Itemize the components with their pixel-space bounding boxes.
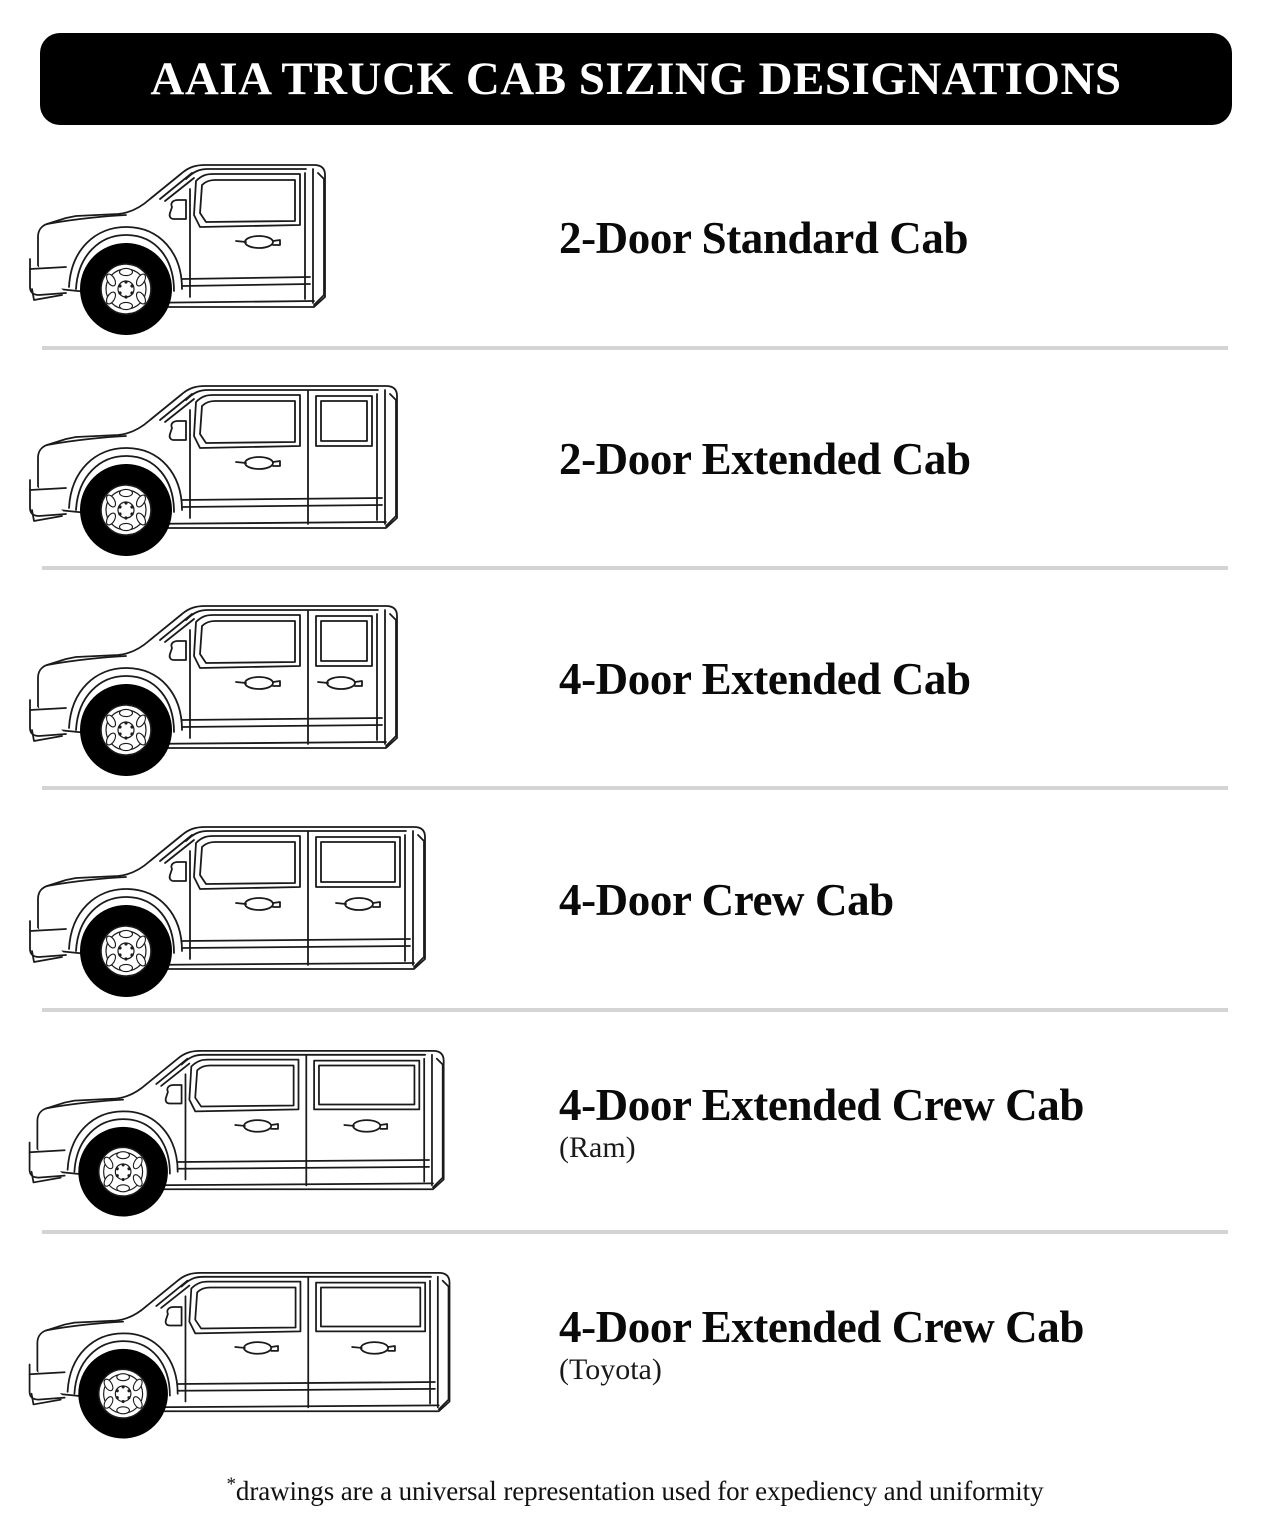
title-banner: AAIA TRUCK CAB SIZING DESIGNATIONS [40,33,1232,125]
list-item: 4-Door Extended Crew Cab (Toyota) [0,1234,1270,1456]
cab-type-label: 2-Door Extended Cab [559,434,971,485]
truck-illustration-cell [0,1243,545,1448]
truck-side-extended-cab-4door-icon [29,604,398,776]
row-divider [42,1008,1228,1012]
list-item: 4-Door Crew Cab [0,790,1270,1012]
list-item: 2-Door Standard Cab [0,128,1270,350]
wheel-front [80,463,172,556]
footnote-asterisk: * [226,1474,237,1495]
truck-side-extended-crew-cab-ram-icon [28,1049,445,1217]
list-item: 4-Door Extended Cab [0,570,1270,790]
truck-side-extended-cab-2door-icon [29,384,398,556]
wheel-front [80,242,172,335]
cab-type-sublabel: (Toyota) [559,1353,662,1387]
label-cell: 4-Door Extended Cab [545,654,1270,705]
cab-type-label: 4-Door Extended Crew Cab [559,1301,1084,1352]
truck-side-standard-cab-icon [29,163,326,335]
cab-type-sublabel: (Ram) [559,1131,636,1165]
label-cell: 4-Door Crew Cab [545,875,1270,926]
truck-side-crew-cab-icon [29,825,426,997]
truck-illustration-cell [0,1021,545,1226]
truck-illustration-cell [0,578,545,783]
cab-type-label: 4-Door Extended Cab [559,654,971,705]
cab-type-label: 4-Door Crew Cab [559,875,894,926]
truck-illustration-cell [0,799,545,1004]
truck-illustration-cell [0,358,545,563]
row-divider [42,346,1228,350]
row-divider [42,786,1228,790]
wheel-front [78,1348,168,1439]
truck-illustration-cell [0,137,545,342]
row-divider [42,566,1228,570]
label-cell: 2-Door Standard Cab [545,213,1270,264]
page-title: AAIA TRUCK CAB SIZING DESIGNATIONS [150,53,1122,105]
wheel-front [80,683,172,776]
list-item: 4-Door Extended Crew Cab (Ram) [0,1012,1270,1234]
footnote-text: drawings are a universal representation … [235,1476,1044,1506]
cab-type-label: 2-Door Standard Cab [559,213,969,264]
list-item: 2-Door Extended Cab [0,350,1270,570]
wheel-front [78,1126,168,1217]
wheel-front [80,904,172,997]
label-cell: 4-Door Extended Crew Cab (Ram) [545,1079,1270,1165]
cab-type-list: 2-Door Standard Cab [0,128,1270,1456]
cab-type-label: 4-Door Extended Crew Cab [559,1079,1084,1130]
truck-side-extended-crew-cab-toyota-icon [28,1271,451,1439]
label-cell: 2-Door Extended Cab [545,434,1270,485]
footnote: *drawings are a universal representation… [0,1474,1270,1507]
label-cell: 4-Door Extended Crew Cab (Toyota) [545,1301,1270,1387]
row-divider [42,1230,1228,1234]
